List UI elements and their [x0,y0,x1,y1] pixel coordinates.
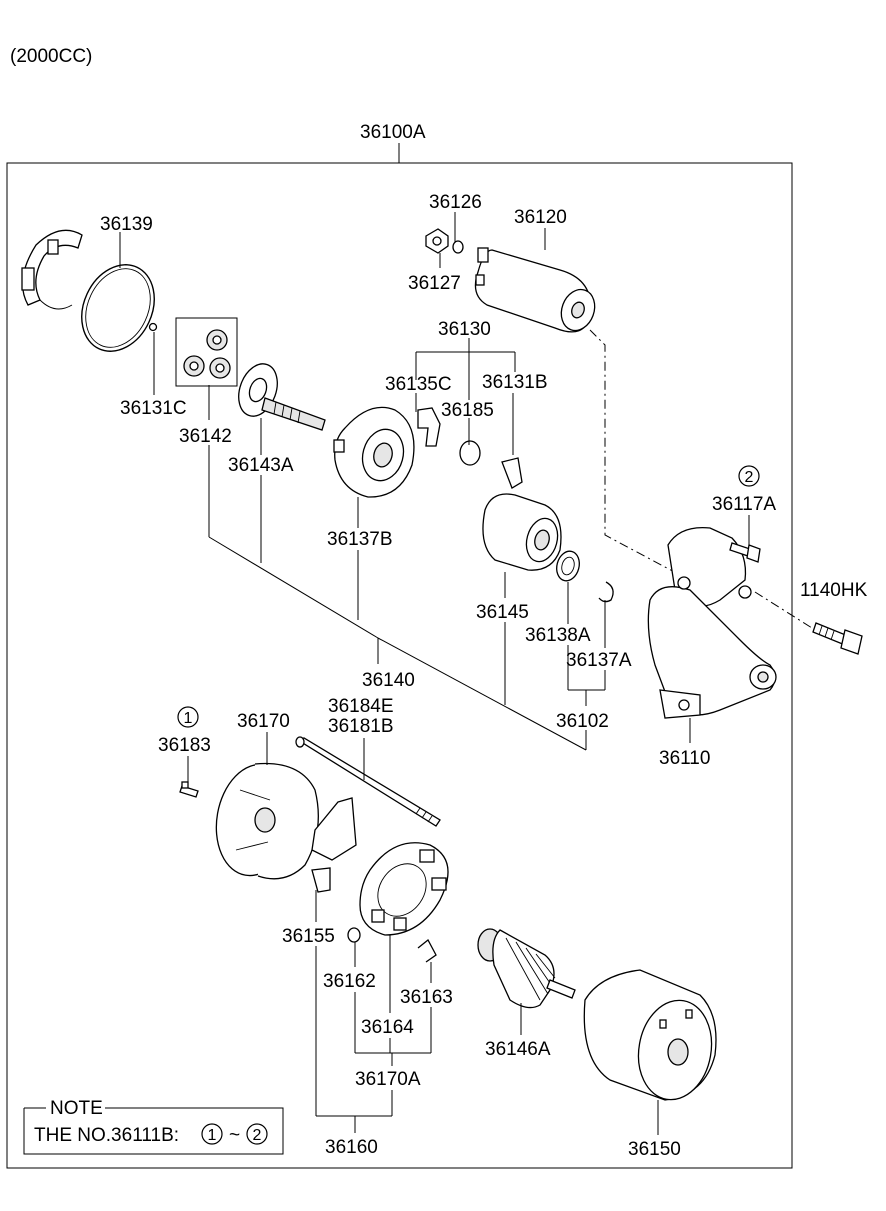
label-1140HK: 1140HK [800,580,868,601]
marker-1: 1 [177,706,199,728]
bolt-36117A-drawing [729,542,761,563]
label-36143A: 36143A [228,455,294,476]
label-36142: 36142 [179,426,232,447]
label-36127: 36127 [408,273,461,294]
rear-bracket-drawing [215,762,319,880]
label-36137B: 36137B [327,529,393,550]
label-36181B: 36181B [328,716,394,737]
label-36150: 36150 [628,1139,681,1160]
brush-holder-assembly-drawing [359,842,449,936]
marker-2-text: 2 [745,469,754,486]
label-36146A: 36146A [485,1039,551,1060]
retainer-clip-drawing [21,229,83,310]
label-36139: 36139 [100,214,153,235]
note-box: NOTE THE NO.36111B: 1 ~ 2 [23,1098,284,1155]
label-36145: 36145 [476,602,529,623]
assembly-frame [6,162,793,1169]
label-36170: 36170 [237,711,290,732]
marker-1-text: 1 [184,710,193,727]
overrunning-clutch-drawing [482,457,562,571]
internal-gear-drawing [333,406,415,498]
steel-ball-drawing [148,322,158,332]
plate-drawing [459,440,481,466]
label-36155: 36155 [282,926,335,947]
planet-carrier-shaft-drawing [238,363,326,431]
label-36120: 36120 [514,207,567,228]
label-36102: 36102 [556,711,609,732]
marker-2: 2 [738,465,760,487]
packing-ring-drawing [81,264,155,352]
note-range-to: 2 [253,1127,262,1144]
label-36130: 36130 [438,319,491,340]
leader-lines [119,212,750,1135]
brush-holder-drawing [311,797,357,893]
brush-spring-drawing [347,927,361,943]
label-36138A: 36138A [525,625,591,646]
label-36160: 36160 [325,1137,378,1158]
engine-label: (2000CC) [10,46,92,67]
note-text: THE NO.36111B: [34,1125,179,1146]
stop-ring-drawing [556,550,580,582]
label-36131B: 36131B [482,372,548,393]
label-36110: 36110 [659,748,710,769]
label-36126: 36126 [429,192,482,213]
bolt-1140HK-drawing [812,622,863,655]
switch-assembly-dashline [589,329,681,576]
armature-drawing [477,928,576,1009]
note-range-from: 1 [208,1127,217,1144]
planet-gears-drawing [175,317,238,387]
label-36185: 36185 [441,400,494,421]
assembly-number: 36100A [360,122,426,143]
screw-36183-drawing [179,781,199,798]
through-bolt-drawing [295,736,441,827]
label-36135C: 36135C [385,374,452,395]
lever-drawing [417,407,441,447]
label-36140: 36140 [362,670,415,691]
snap-ring-drawing [598,581,614,603]
label-36162: 36162 [323,971,376,992]
brush-clip-drawing [417,939,437,963]
label-36164: 36164 [361,1017,414,1038]
yoke-drawing [583,969,717,1101]
note-title: NOTE [50,1098,103,1119]
label-36117A: 36117A [712,494,776,515]
label-36183: 36183 [158,735,211,756]
label-36137A: 36137A [566,650,632,671]
note-range-sep: ~ [229,1125,240,1146]
label-36170A: 36170A [355,1069,421,1090]
nut-drawing [425,228,449,254]
magnetic-switch-drawing [474,247,596,333]
front-housing-drawing [647,526,777,719]
label-36184E: 36184E [328,696,394,717]
spring-washer-drawing [452,240,464,254]
label-36163: 36163 [400,987,453,1008]
bolt-1140HK-dashline [754,591,813,629]
label-36131C: 36131C [120,398,187,419]
